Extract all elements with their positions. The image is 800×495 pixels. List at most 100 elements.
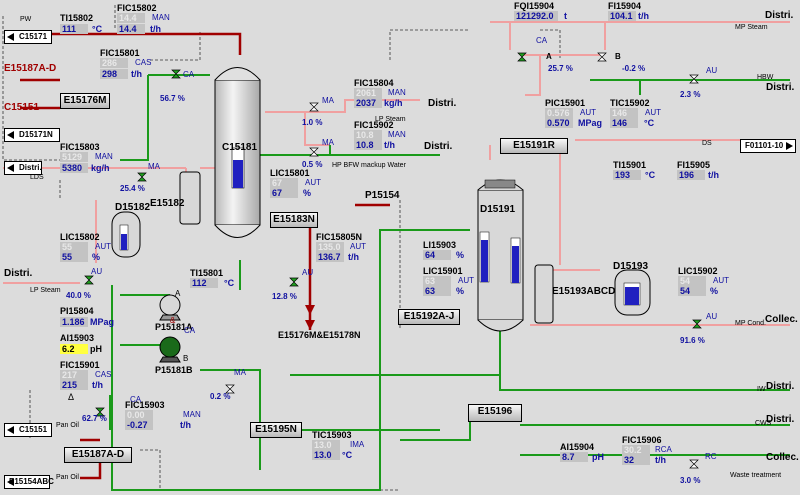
exchanger-e15183n[interactable]: E15183N <box>270 212 318 228</box>
exchanger-e15195n[interactable]: E15195N <box>250 422 302 438</box>
drum-d15182-label[interactable]: D15182 <box>115 202 151 213</box>
ai15903-unit: pH <box>90 344 102 354</box>
exchanger-e15191r[interactable]: E15191R <box>500 138 568 154</box>
lic15902b-valve-mode: AU <box>706 312 718 321</box>
lic15801-tag[interactable]: LIC15801 <box>270 168 310 178</box>
collec-waste[interactable]: Collec. <box>766 452 799 463</box>
lic15802-valve-pct: 40.0 % <box>66 291 91 300</box>
stream-pan-oil-2: Pan Oil <box>56 474 79 481</box>
lic15901-sp: 63 <box>423 276 451 286</box>
fic15805n-tag[interactable]: FIC15805N <box>316 232 363 242</box>
flag-distri-lds[interactable]: Distri. <box>4 161 42 175</box>
flag-f01101-10[interactable]: F01101-10 <box>740 139 796 153</box>
fi15905-tag[interactable]: FI15905 <box>677 160 711 170</box>
pump-a-label: A <box>175 289 181 298</box>
fic15803-valve-mode: MA <box>148 162 160 171</box>
column-d15191-label[interactable]: D15191 <box>480 204 516 215</box>
flag-c15151[interactable]: C15151 <box>4 423 52 437</box>
flag-c15171[interactable]: C15171 <box>4 30 52 44</box>
fic15801-pv: 298 <box>100 69 128 79</box>
li15903-tag[interactable]: LI15903 <box>423 240 457 250</box>
column-c15181-label[interactable]: C15181 <box>222 142 258 153</box>
fi15904-tag[interactable]: FI15904 <box>608 1 642 11</box>
fic15902-tag[interactable]: FIC15902 <box>354 120 394 130</box>
stream-lds: LDS <box>30 174 44 181</box>
fic15803-tag[interactable]: FIC15803 <box>60 142 100 152</box>
pic15901-valve-a: A <box>546 52 552 61</box>
lic15801-pv: 67 <box>270 188 298 198</box>
fic15801-valve-mode: CA <box>183 70 195 79</box>
fic15802-unit: t/h <box>150 24 161 34</box>
fic15903-pv: -0.27 <box>125 420 153 430</box>
ti15802-tag[interactable]: TI15802 <box>60 13 94 23</box>
fic15802-sp: 14.4 <box>117 13 145 23</box>
fic15901-tag[interactable]: FIC15901 <box>60 360 100 370</box>
exchanger-e15182-label[interactable]: E15182 <box>150 198 185 209</box>
lic15902b-pv: 54 <box>678 286 706 296</box>
fic15804-pv: 2037 <box>354 98 382 108</box>
distri-lp-steam-2[interactable]: Distri. <box>4 268 33 279</box>
fic15805n-pv: 136.7 <box>316 252 344 262</box>
ai15904-tag[interactable]: AI15904 <box>560 442 595 452</box>
lic15902b-unit: % <box>710 286 719 296</box>
distri-lp-steam[interactable]: Distri. <box>428 98 457 109</box>
stream-waste: Waste treatment <box>730 472 782 479</box>
lic15901-tag[interactable]: LIC15901 <box>423 266 463 276</box>
pump-p15181a <box>159 294 181 321</box>
fic15801-tag[interactable]: FIC15801 <box>100 48 140 58</box>
tic15903-tag[interactable]: TIC15903 <box>312 430 352 440</box>
pic15901-sp: 0.576 <box>545 108 573 118</box>
pi15804-unit: MPag <box>90 317 115 327</box>
fic15802-tag[interactable]: FIC15802 <box>117 3 157 13</box>
pump-p15181b-label[interactable]: P15181B <box>155 365 193 375</box>
pic15901-mode: AUT <box>580 108 596 117</box>
exchanger-e15176m[interactable]: E15176M <box>60 93 110 109</box>
lic15802-tag[interactable]: LIC15802 <box>60 232 100 242</box>
ti15802-unit: °C <box>92 24 103 34</box>
fic15902-sp: 10.8 <box>354 130 382 140</box>
pi15804-tag[interactable]: PI15804 <box>60 306 94 316</box>
fic15906-tag[interactable]: FIC15906 <box>622 435 662 445</box>
exchanger-e15196[interactable]: E15196 <box>468 404 522 422</box>
fi15904-value: 104.1 <box>608 11 636 21</box>
stream-hp-bfw: HP BFW mackup Water <box>332 162 406 169</box>
column-c15181 <box>214 67 261 238</box>
distri-hp-bfw[interactable]: Distri. <box>424 141 453 152</box>
fqi15904-tag[interactable]: FQI15904 <box>514 1 555 11</box>
fic15903-tag[interactable]: FIC15903 <box>125 400 165 410</box>
distri-mp-steam[interactable]: Distri. <box>765 10 794 21</box>
distri-iw[interactable]: Distri. <box>766 381 795 392</box>
fic15903-unit: t/h <box>180 420 191 430</box>
ti15801-tag[interactable]: TI15801 <box>190 268 224 278</box>
fi15904-unit: t/h <box>638 11 649 21</box>
label-c15151: C15151 <box>4 102 40 113</box>
fic15802-mode: MAN <box>152 13 170 22</box>
fic15901-valve-pct: 62.7 % <box>82 414 107 423</box>
fic15804-valve-mode: MA <box>322 96 334 105</box>
pump-amp: & <box>170 316 176 325</box>
lic15801-mode: AUT <box>305 178 321 187</box>
lic15902b-tag[interactable]: LIC15902 <box>678 266 718 276</box>
fic15801-mode: CAS <box>135 58 152 67</box>
fic15804-tag[interactable]: FIC15804 <box>354 78 394 88</box>
fic15902-valve-pct: 0.5 % <box>302 160 323 169</box>
exchanger-e15187ad[interactable]: E15187A-D <box>64 447 132 463</box>
tic15902-mode: AUT <box>645 108 661 117</box>
exchanger-e15192aj[interactable]: E15192A-J <box>398 309 460 325</box>
ti15802-value: 111 <box>60 24 88 34</box>
flag-p15154abc[interactable]: P15154ABC <box>4 475 54 489</box>
drum-d15193-label[interactable]: D15193 <box>613 261 649 272</box>
fic15803-unit: kg/h <box>91 163 110 173</box>
distri-cws[interactable]: Distri. <box>766 414 795 425</box>
pic15901-tag[interactable]: PIC15901 <box>545 98 586 108</box>
tic15902-tag[interactable]: TIC15902 <box>610 98 650 108</box>
distri-hbw[interactable]: Distri. <box>766 82 795 93</box>
ai15903-tag[interactable]: AI15903 <box>60 333 95 343</box>
drum-d15182 <box>111 211 141 258</box>
fic15805n-unit: t/h <box>348 252 359 262</box>
collec-mp-cond[interactable]: Collec. <box>765 314 798 325</box>
exchanger-e15193abcd-label[interactable]: E15193ABCD <box>552 286 616 297</box>
pump-p15181a-label[interactable]: P15181A <box>155 322 193 332</box>
flag-d15171n[interactable]: D15171N <box>4 128 60 142</box>
ti15901-tag[interactable]: TI15901 <box>613 160 647 170</box>
